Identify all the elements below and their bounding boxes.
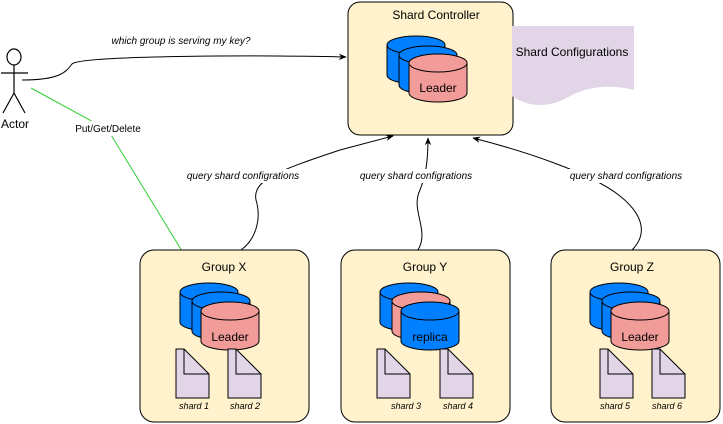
- edge-label-put-get-delete: Put/Get/Delete: [75, 124, 141, 135]
- group-db-label: Leader: [211, 330, 248, 344]
- group-db-label: Leader: [621, 330, 658, 344]
- controller-database-stack: [386, 35, 468, 103]
- group-db-label: replica: [412, 330, 448, 344]
- shard-label: shard 5: [600, 401, 631, 411]
- shard-label: shard 2: [230, 401, 260, 411]
- edge-label-bg: [353, 169, 479, 183]
- edge-group-x-to-controller: [240, 134, 394, 251]
- edge-label-query-x: query shard configrations: [187, 171, 299, 182]
- database-leader-icon: [408, 53, 468, 103]
- shard-doc-icon: [376, 348, 411, 399]
- controller-db-label: Leader: [419, 81, 456, 95]
- edge-label-query-z: query shard configrations: [570, 171, 682, 182]
- group-title: Group X: [202, 260, 247, 274]
- shard-doc-icon: [651, 348, 686, 399]
- database-leader-icon: [610, 301, 670, 351]
- edge-group-y-to-controller: [416, 137, 432, 251]
- group-x-database-stack: [179, 282, 260, 351]
- edge-label-bg: [56, 121, 162, 136]
- shard-doc-icon: [599, 348, 634, 399]
- edge-label-bg: [180, 169, 306, 183]
- group-title: Group Y: [403, 260, 447, 274]
- shard-configurations-label: Shard Configurations: [516, 45, 629, 59]
- actor-label: Actor: [1, 117, 29, 131]
- group-y[interactable]: Group Y replica shard 3 shard 4: [340, 249, 511, 423]
- shard-label: shard 1: [179, 401, 209, 411]
- group-x[interactable]: Group X Leader shard 1 shard 2: [139, 249, 310, 423]
- edge-label-bg: [563, 169, 689, 183]
- shard-configurations-doc[interactable]: [512, 26, 634, 105]
- edge-label-which-group: which group is serving my key?: [112, 36, 251, 47]
- actor-icon: [1, 48, 28, 114]
- database-replica-icon: [400, 301, 460, 351]
- shard-doc-icon: [175, 348, 210, 399]
- shard-doc-icon: [227, 348, 262, 399]
- edge-label-query-y: query shard configrations: [360, 171, 472, 182]
- group-y-database-stack: [379, 282, 460, 351]
- shard-label: shard 4: [443, 401, 473, 411]
- shard-label: shard 6: [652, 401, 682, 411]
- database-leader-icon: [200, 301, 260, 351]
- group-title: Group Z: [610, 260, 654, 274]
- shard-label: shard 3: [391, 401, 421, 411]
- shard-controller-title: Shard Controller: [392, 8, 479, 22]
- edge-actor-to-controller: [21, 53, 347, 81]
- edge-group-z-to-controller: [472, 136, 642, 251]
- group-z[interactable]: Group Z Leader shard 5 shard 6: [550, 249, 721, 423]
- shard-doc-icon: [439, 348, 474, 399]
- group-z-database-stack: [589, 282, 670, 351]
